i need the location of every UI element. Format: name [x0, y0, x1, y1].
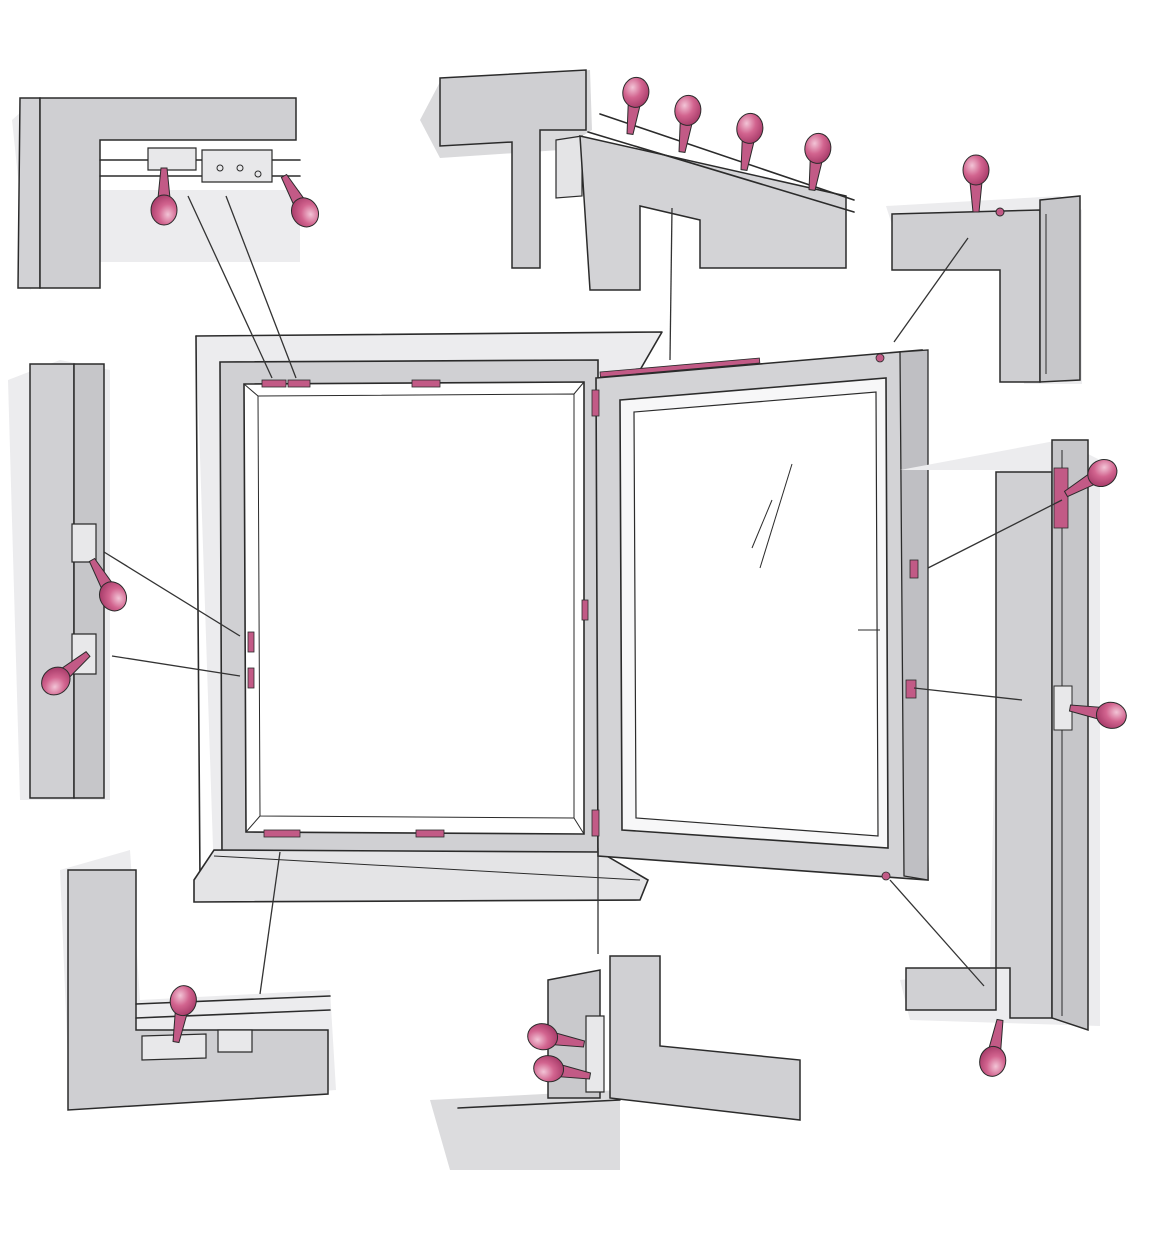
detail-bottom-hinge: [430, 955, 801, 1170]
detail-top-left-corner: [12, 97, 325, 290]
leader-lines: [103, 195, 1063, 995]
window-sill: [193, 849, 649, 903]
detail-top-hinge: [420, 69, 855, 291]
sash-edge: [899, 349, 929, 881]
locking-pin-icon: [668, 93, 704, 155]
reveal-outline: [195, 331, 663, 371]
main-window: [193, 331, 929, 903]
frame-hardware-marks: [247, 353, 919, 881]
glass-reflection: [759, 463, 793, 569]
detail-bottom-left-corner: [60, 850, 336, 1111]
detail-right-side-stile: [900, 439, 1129, 1079]
detail-left-side-stile: [8, 360, 133, 800]
locking-pin-icon: [616, 75, 652, 137]
detail-top-right-corner: [886, 154, 1082, 384]
locking-pin-icon: [730, 111, 766, 173]
locking-pin-icon: [976, 1017, 1014, 1079]
frame-inner-glass: [243, 381, 585, 835]
sash-glass-pane: [633, 391, 879, 837]
